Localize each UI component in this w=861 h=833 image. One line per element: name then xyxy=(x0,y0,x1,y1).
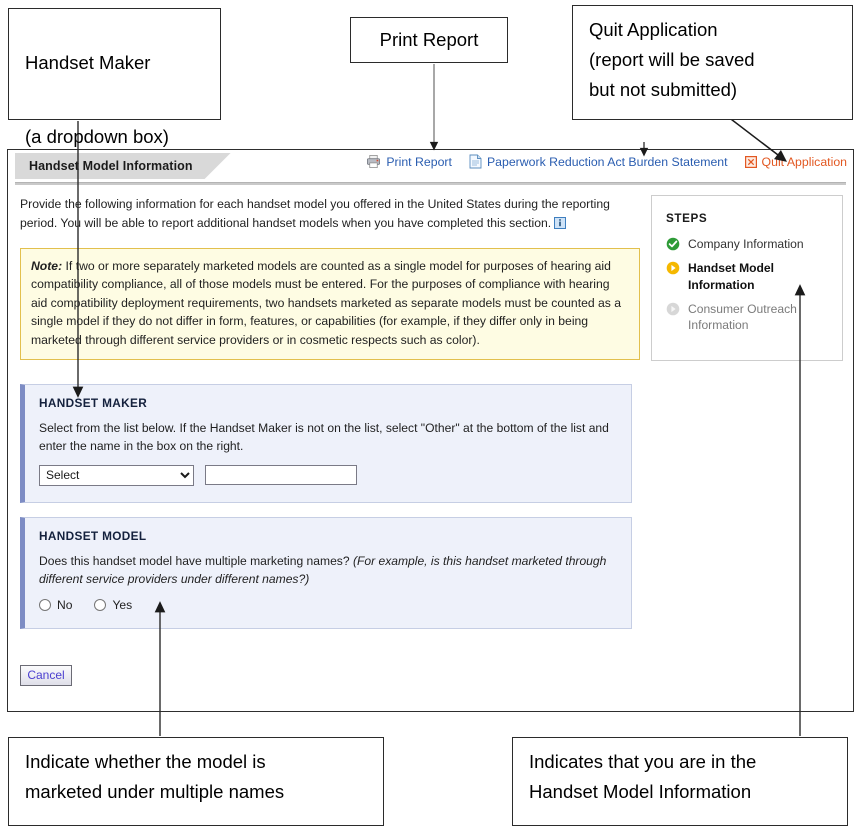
step-label: Handset Model Information xyxy=(688,261,775,292)
radio-yes-label[interactable]: Yes xyxy=(112,598,133,613)
step-label: Consumer Outreach Information xyxy=(688,301,797,333)
callout-handset-maker-line2: (a dropdown box) xyxy=(25,125,169,147)
quit-application-label: Quit Application xyxy=(761,154,847,169)
callout-handset-maker: Handset Maker (a dropdown box) xyxy=(8,8,221,147)
callout-print-report: Print Report xyxy=(350,17,508,63)
note-box: Note: If two or more separately marketed… xyxy=(20,247,640,360)
step-item-company-information[interactable]: Company Information xyxy=(666,236,830,252)
radio-no-label[interactable]: No xyxy=(57,598,73,613)
print-report-link[interactable]: Print Report xyxy=(366,154,452,169)
radio-yes[interactable] xyxy=(94,599,107,612)
note-label: Note: xyxy=(31,258,63,273)
handset-maker-fields: Select xyxy=(39,464,617,486)
paperwork-reduction-act-label: Paperwork Reduction Act Burden Statement xyxy=(486,154,728,169)
note-body: If two or more separately marketed model… xyxy=(31,258,622,347)
callout-handset-maker-line1: Handset Maker xyxy=(25,51,151,73)
paperwork-reduction-act-link[interactable]: Paperwork Reduction Act Burden Statement xyxy=(469,154,728,169)
application-window: Handset Model Information Print Report xyxy=(7,149,854,712)
quit-application-link[interactable]: Quit Application xyxy=(744,154,847,169)
handset-model-question: Does this handset model have multiple ma… xyxy=(39,552,617,588)
handset-model-question-text: Does this handset model have multiple ma… xyxy=(39,553,353,568)
handset-model-panel: HANDSET MODEL Does this handset model ha… xyxy=(20,516,632,630)
tab-handset-model-information[interactable]: Handset Model Information xyxy=(15,153,231,179)
multiple-names-radio-group: No Yes xyxy=(39,598,617,612)
callout-multiple-names: Indicate whether the model is marketed u… xyxy=(8,737,384,826)
printer-icon xyxy=(366,154,381,169)
cancel-button[interactable]: Cancel xyxy=(20,665,72,687)
step-item-consumer-outreach-information[interactable]: Consumer Outreach Information xyxy=(666,301,830,334)
handset-maker-description: Select from the list below. If the Hands… xyxy=(39,420,609,453)
callout-current-step: Indicates that you are in the Handset Mo… xyxy=(512,737,848,826)
intro-text: Provide the following information for ea… xyxy=(20,195,640,235)
arrow-circle-icon xyxy=(666,261,680,275)
handset-model-title: HANDSET MODEL xyxy=(39,528,147,543)
callout-quit-application: Quit Application (report will be saved b… xyxy=(572,5,853,120)
header-divider xyxy=(15,182,846,185)
handset-model-question-example: (For example, is this handset marketed t… xyxy=(39,553,607,586)
intro-text-content: Provide the following information for ea… xyxy=(20,197,610,230)
app-header: Handset Model Information Print Report xyxy=(8,150,853,185)
header-toolbar: Print Report Paperwork Reduction Act Bur… xyxy=(366,154,847,169)
steps-panel: STEPS Company Information Han xyxy=(651,195,843,361)
handset-maker-select[interactable]: Select xyxy=(39,464,194,486)
radio-no[interactable] xyxy=(39,599,51,612)
document-icon xyxy=(469,154,482,169)
steps-title: STEPS xyxy=(666,212,708,225)
arrow-circle-icon xyxy=(666,302,680,316)
callout-print-report-text: Print Report xyxy=(379,29,479,51)
close-x-icon xyxy=(744,155,757,168)
handset-maker-panel: HANDSET MAKER Select from the list below… xyxy=(20,383,632,503)
handset-maker-other-input[interactable] xyxy=(205,465,357,486)
step-label: Company Information xyxy=(688,237,804,251)
form-actions: Cancel xyxy=(20,665,632,702)
handset-maker-title: HANDSET MAKER xyxy=(39,395,148,410)
form-area: HANDSET MAKER Select from the list below… xyxy=(20,383,632,703)
step-item-handset-model-information[interactable]: Handset Model Information xyxy=(666,260,830,293)
info-icon[interactable] xyxy=(554,216,567,235)
check-circle-icon xyxy=(666,237,680,251)
print-report-label: Print Report xyxy=(386,154,452,169)
app-body: Provide the following information for ea… xyxy=(8,181,853,702)
